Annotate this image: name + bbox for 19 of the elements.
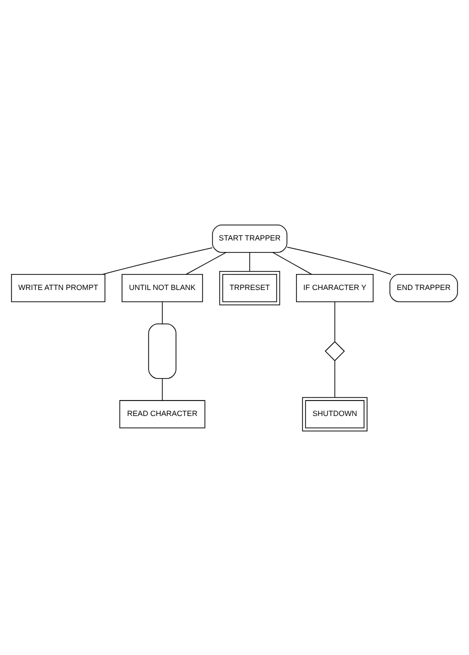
connector <box>162 378 163 400</box>
connector <box>186 252 226 274</box>
node-box: WRITE ATTN PROMPT <box>11 274 106 302</box>
node-box: IF CHARACTER Y <box>296 274 374 302</box>
connector <box>334 360 336 398</box>
node-box: TRPRESET <box>219 270 280 305</box>
connector <box>334 301 336 342</box>
node-box: UNTIL NOT BLANK <box>122 274 203 302</box>
node-box: READ CHARACTER <box>119 400 206 428</box>
node-box: END TRAPPER <box>390 274 458 302</box>
connector <box>272 252 312 274</box>
connector <box>102 246 213 274</box>
node-diamond <box>324 340 345 361</box>
connector <box>249 252 250 272</box>
connector <box>162 301 163 324</box>
node-box: SHUTDOWN <box>302 396 368 431</box>
node-loop <box>148 322 176 378</box>
connector <box>286 246 392 274</box>
node-box: START TRAPPER <box>212 224 288 252</box>
